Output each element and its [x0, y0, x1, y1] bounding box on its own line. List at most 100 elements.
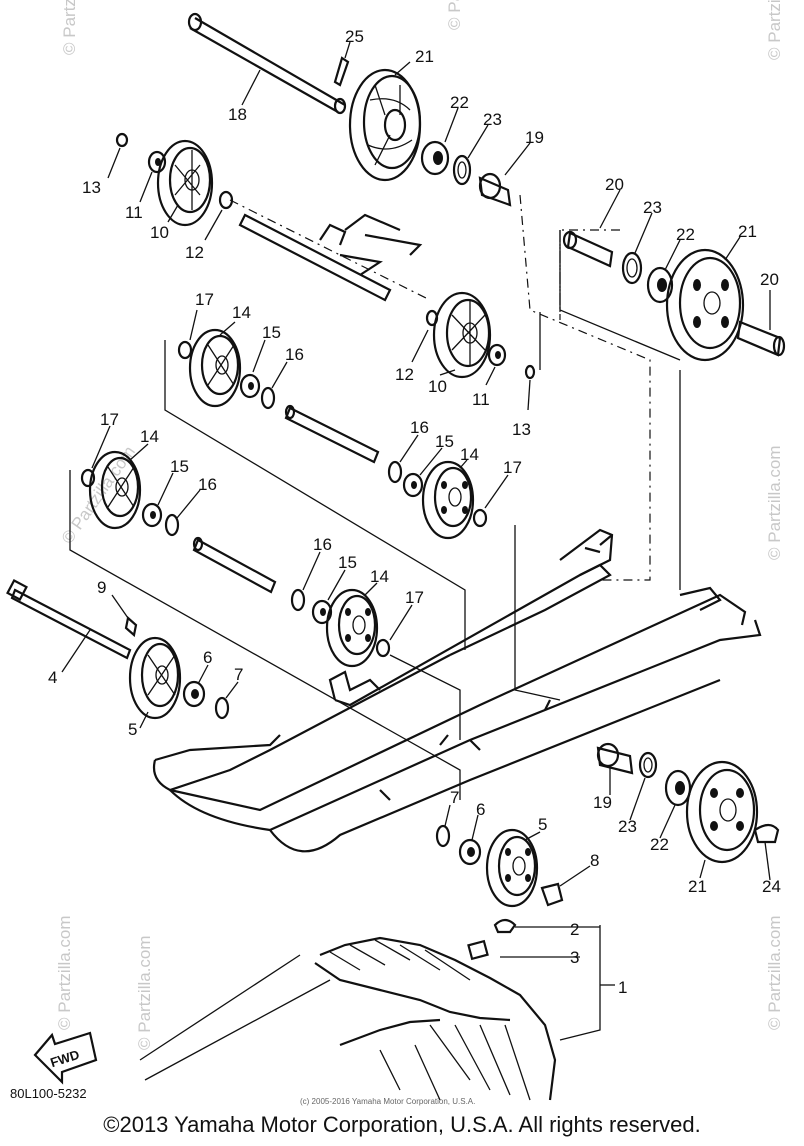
callout-12: 12: [395, 365, 414, 384]
callout-21: 21: [415, 47, 434, 66]
bearing-15-b: [402, 472, 424, 498]
nut-12: [218, 190, 234, 210]
bearing-22-right: [646, 266, 674, 304]
bearing-15-a: [239, 373, 261, 399]
callout-6: 6: [476, 800, 485, 819]
callout-21: 21: [688, 877, 707, 896]
guide-wheel-left: [156, 139, 214, 227]
circlip-16-d: [290, 588, 306, 612]
callout-labels: 25 21 18 22 23 19 13 11 10 12 20 23 22 2…: [48, 27, 781, 997]
nut-8: [540, 882, 564, 907]
callout-17: 17: [503, 458, 522, 477]
leader-lines: [61, 41, 771, 887]
callout-6: 6: [203, 648, 212, 667]
callout-15: 15: [262, 323, 281, 342]
copyright-footer: ©2013 Yamaha Motor Corporation, U.S.A. A…: [103, 1112, 701, 1137]
nut-13: [115, 132, 129, 148]
watermark-text: © Partzilla.com: [765, 445, 784, 560]
callout-10: 10: [428, 377, 447, 396]
watermark-text: © Partzilla.com: [765, 915, 784, 1030]
callout-17: 17: [100, 410, 119, 429]
fwd-arrow-icon: FWD: [33, 1031, 98, 1085]
callout-19: 19: [593, 793, 612, 812]
slide-rail-right: [328, 528, 614, 707]
callout-15: 15: [170, 457, 189, 476]
callout-16: 16: [285, 345, 304, 364]
circlip-16-a: [260, 386, 276, 410]
callout-22: 22: [676, 225, 695, 244]
callout-22: 22: [450, 93, 469, 112]
track-clip-2: [493, 918, 517, 934]
callout-8: 8: [590, 851, 599, 870]
watermark-text: © Partzilla.com: [55, 915, 74, 1030]
callout-14: 14: [140, 427, 159, 446]
spacer-collar-19-lower: [596, 742, 634, 775]
callout-21: 21: [738, 222, 757, 241]
drawing-code: 80L100-5232: [10, 1086, 87, 1101]
nut-17-a: [177, 340, 193, 360]
slide-wheel-lower-right: [325, 588, 379, 668]
circlip-top: [452, 154, 472, 186]
callout-13: 13: [82, 178, 101, 197]
watermark-text: © Partzilla.com: [445, 0, 464, 30]
callout-2: 2: [570, 920, 579, 939]
callout-10: 10: [150, 223, 169, 242]
bearing-15-c: [141, 502, 163, 528]
callout-19: 19: [525, 128, 544, 147]
spacer-collar-20-right: [736, 320, 786, 357]
nut-13-right: [524, 364, 536, 380]
bearing-11: [147, 150, 167, 174]
callout-16: 16: [410, 418, 429, 437]
bearing-top: [420, 140, 450, 176]
upper-cross-arm: [238, 213, 423, 302]
bearing-6-left: [182, 680, 206, 708]
slide-wheel-lower-left: [88, 450, 142, 530]
callout-17: 17: [405, 588, 424, 607]
callout-5: 5: [128, 720, 137, 739]
callout-22: 22: [650, 835, 669, 854]
callout-14: 14: [232, 303, 251, 322]
spacer-collar-top: [478, 172, 512, 207]
callout-16: 16: [313, 535, 332, 554]
circlip-7-right: [435, 824, 451, 848]
idler-wheel-top: [348, 68, 422, 182]
circlip-23-right: [621, 251, 643, 285]
slide-rail-left: [152, 586, 762, 853]
callout-15: 15: [338, 553, 357, 572]
callout-14: 14: [370, 567, 389, 586]
cotter-pin: [333, 56, 350, 87]
callout-5: 5: [538, 815, 547, 834]
callout-7: 7: [450, 788, 459, 807]
circlip-7-left: [214, 696, 230, 720]
callout-11: 11: [125, 203, 143, 222]
callout-1: 1: [618, 978, 627, 997]
callout-23: 23: [618, 817, 637, 836]
callout-13: 13: [512, 420, 531, 439]
slide-wheel-upper-right: [421, 460, 475, 540]
idler-wheel-lower: [685, 760, 759, 864]
callout-20: 20: [760, 270, 779, 289]
callout-11: 11: [472, 390, 490, 409]
track-clip-3: [467, 939, 489, 961]
nut-17-b: [472, 508, 488, 528]
circlip-16-c: [164, 513, 180, 537]
nut-12-right: [425, 309, 439, 327]
watermark-text: © Partzilla.com: [765, 0, 784, 60]
bolt-9: [124, 615, 138, 638]
callout-7: 7: [234, 665, 243, 684]
bearing-11-right: [487, 343, 507, 367]
nut-17-c: [80, 468, 96, 488]
callout-23: 23: [483, 110, 502, 129]
callout-15: 15: [435, 432, 454, 451]
small-copyright: (c) 2005-2016 Yamaha Motor Corporation, …: [300, 1097, 475, 1106]
wheel-axle-lower: [192, 536, 277, 594]
callout-23: 23: [643, 198, 662, 217]
slide-wheel-upper-left: [188, 328, 242, 408]
callout-18: 18: [228, 105, 247, 124]
wheel-axle-upper: [284, 404, 380, 464]
bearing-6-right: [458, 838, 482, 866]
watermark-text: © Partzilla.com: [135, 935, 154, 1050]
nut-17-d: [375, 638, 391, 658]
idler-wheel-right: [665, 248, 745, 362]
cap-24: [753, 823, 780, 844]
